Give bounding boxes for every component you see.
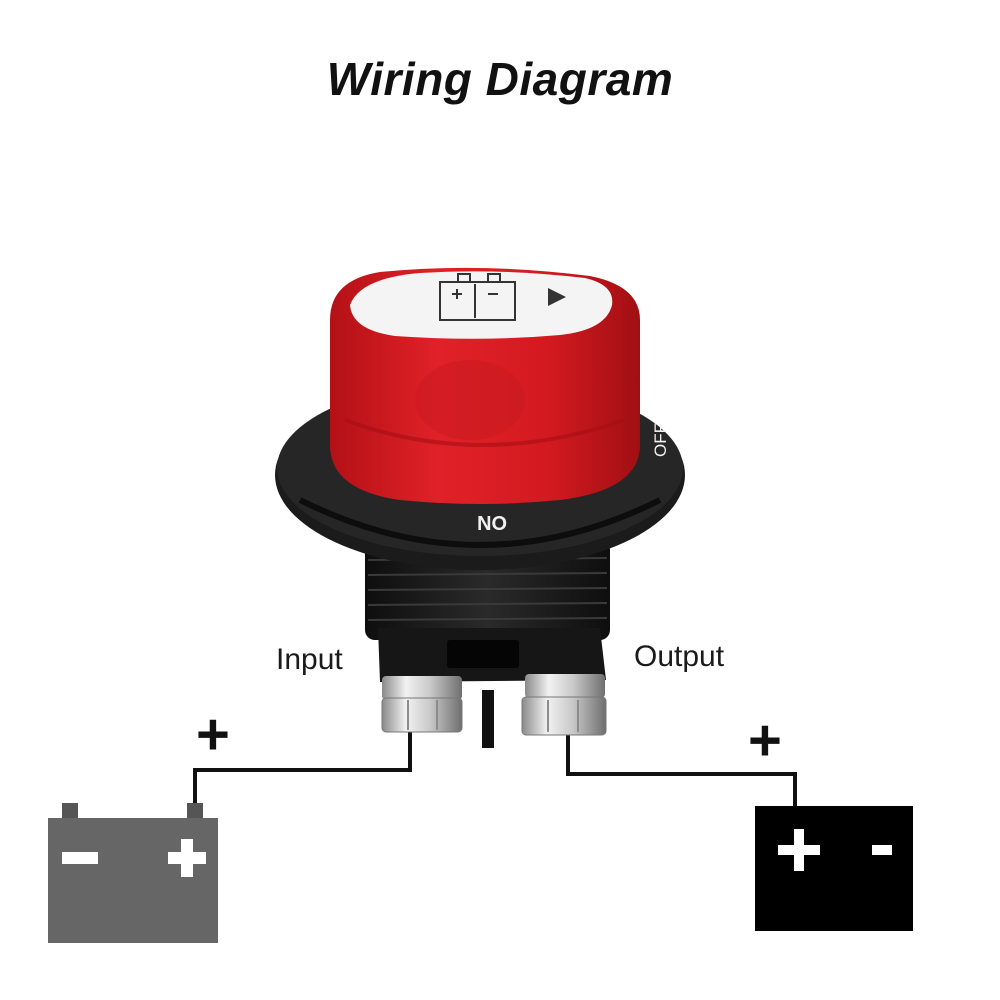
output-terminal-nut — [521, 674, 607, 736]
input-terminal-nut — [381, 676, 463, 733]
wire-input — [193, 732, 412, 808]
battery-disconnect-switch: ON OFF — [275, 267, 685, 748]
battery-icon — [439, 273, 516, 321]
on-label: ON — [477, 511, 507, 533]
center-tab — [482, 690, 494, 748]
thread-lines — [367, 557, 608, 621]
input-label: Input — [276, 643, 343, 676]
output-label: Output — [634, 640, 725, 673]
right-wire-plus-sign: + — [748, 708, 782, 773]
right-battery — [755, 806, 913, 931]
knob-face — [350, 271, 613, 339]
wire-output — [566, 735, 797, 806]
left-wire-plus-sign: + — [196, 702, 230, 767]
arrow-right-icon — [548, 288, 566, 306]
left-battery — [48, 803, 218, 943]
housing-slot — [447, 640, 519, 668]
off-label: OFF — [651, 423, 670, 457]
diagram-title: Wiring Diagram — [326, 53, 674, 105]
